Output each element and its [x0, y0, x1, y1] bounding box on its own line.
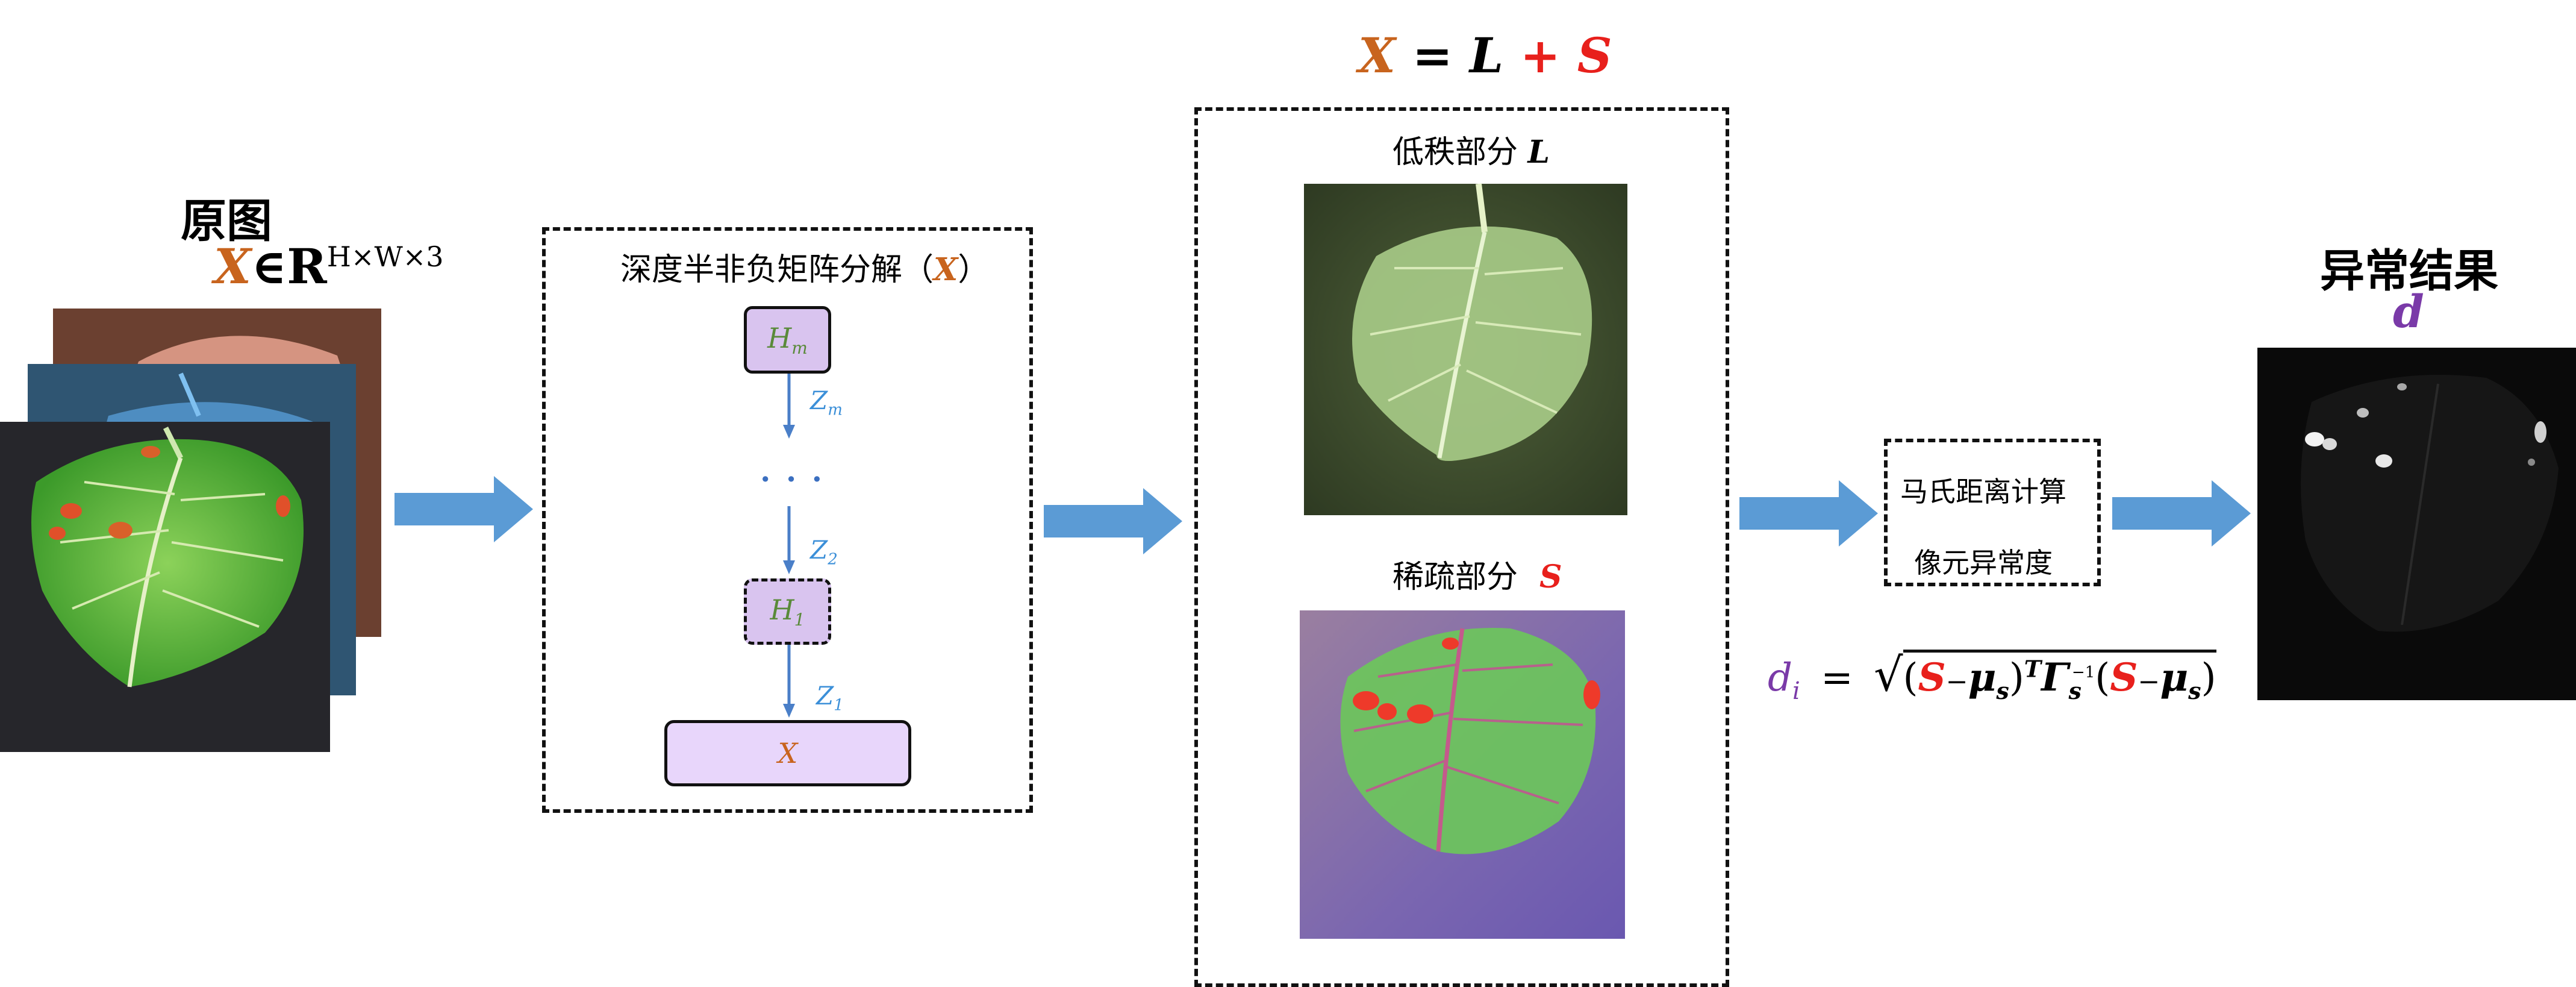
mahalanobis-formula: di = √ (S−μs)TΓs−1(S−μs) [1768, 648, 2216, 705]
arrow-to-h-1 [783, 506, 795, 574]
mahalanobis-line-1: 马氏距离计算 [1900, 475, 2066, 508]
dsnmf-title-text: 深度半非负矩阵分解（ [620, 252, 934, 288]
low-rank-label: 低秩部分 L [1392, 134, 1550, 171]
mahalanobis-line-2: 像元异常度 [1914, 547, 2053, 579]
sparse-image [1300, 610, 1625, 939]
dsnmf-box [542, 227, 1033, 813]
node-h-m-label: Hm [767, 321, 808, 359]
z-m-label: Zm [810, 386, 843, 419]
formula-i: i [1792, 677, 1800, 705]
node-x-label: X [778, 737, 798, 769]
arrow-original-to-dsnmf [395, 476, 533, 542]
low-rank-var: L [1527, 134, 1550, 171]
dims-superscript: H×W×3 [326, 240, 444, 273]
arrow-dsnmf-to-decomposition [1044, 488, 1182, 554]
dsnmf-title-var: X [934, 251, 958, 288]
x-symbol: X [214, 238, 252, 295]
arrow-decomposition-to-mahalanobis [1739, 480, 1878, 547]
eq-s: S [1577, 27, 1612, 84]
arrow-h-1-down [783, 645, 795, 718]
original-layer-rgb [0, 422, 330, 752]
decomposition-equation: X = L + S [1358, 27, 1612, 84]
result-d-symbol: d [2393, 286, 2424, 338]
mahalanobis-box [1884, 439, 2101, 586]
node-h-m: Hm [744, 306, 831, 374]
eq-l: L [1469, 27, 1504, 84]
sqrt-icon: √ [1874, 648, 1903, 701]
eq-x: X [1358, 27, 1396, 84]
arrow-mahalanobis-to-result [2112, 480, 2251, 547]
node-h-1: H1 [744, 578, 831, 645]
dsnmf-title: 深度半非负矩阵分解（X） [620, 244, 989, 289]
original-image-stack [0, 309, 381, 752]
formula-eq: = [1821, 656, 1853, 700]
formula-d: d [1768, 656, 1792, 700]
low-rank-image [1304, 183, 1627, 515]
eq-equals: = [1396, 27, 1470, 84]
original-title: 原图 [181, 194, 272, 248]
original-dimension-label: X∈RH×W×3 [214, 238, 444, 295]
anomaly-result-image [2257, 348, 2576, 700]
real-symbol: R [287, 238, 327, 295]
result-title: 异常结果 [2320, 245, 2498, 297]
node-x: X [664, 720, 911, 786]
dsnmf-title-close: ） [958, 252, 990, 288]
ellipsis: · · · [760, 461, 825, 497]
node-h-1-label: H1 [770, 593, 805, 630]
eq-plus: + [1503, 27, 1577, 84]
sparse-var: S [1539, 559, 1562, 595]
formula-sqrt: √ (S−μs)TΓs−1(S−μs) [1874, 648, 2216, 704]
arrow-h-m-down [783, 374, 795, 439]
z-2-label: Z2 [810, 535, 838, 569]
z-1-label: Z1 [816, 681, 844, 715]
in-symbol: ∈ [251, 238, 287, 295]
